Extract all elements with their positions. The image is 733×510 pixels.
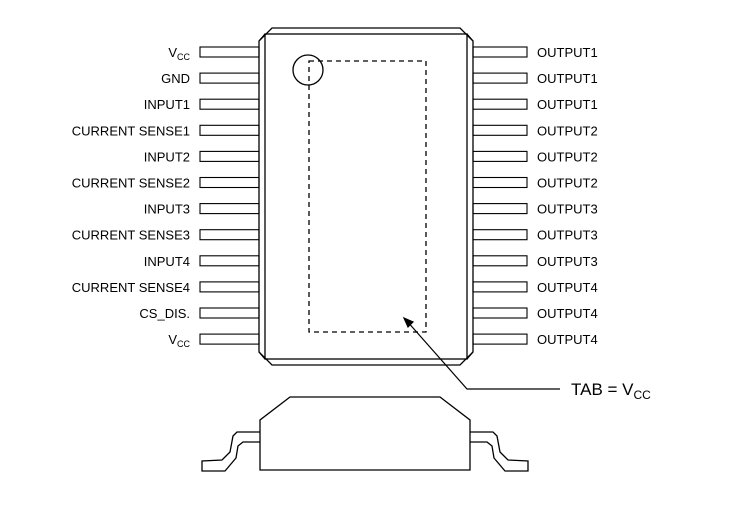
chamfer-line	[466, 351, 474, 360]
package-inner-outline	[264, 33, 468, 360]
right-pin-label: OUTPUT2	[537, 123, 598, 138]
tab-label: TAB = VCC	[571, 380, 651, 402]
right-pin-label: OUTPUT3	[537, 202, 598, 217]
right-pin-label: OUTPUT1	[537, 97, 598, 112]
right-pin-label: OUTPUT4	[537, 280, 598, 295]
left-pin-lead	[199, 150, 260, 162]
left-pin-label: INPUT1	[144, 97, 190, 112]
left-pin-label: CURRENT SENSE3	[72, 228, 190, 243]
side-view-body	[259, 396, 471, 471]
left-pin-label: CURRENT SENSE2	[72, 176, 190, 191]
left-pin-label: CURRENT SENSE1	[72, 123, 190, 138]
right-pin-label: OUTPUT3	[537, 228, 598, 243]
right-pin-lead	[472, 307, 528, 319]
right-pin-label: OUTPUT4	[537, 306, 598, 321]
left-pin-lead	[199, 229, 260, 241]
right-pin-lead	[472, 281, 528, 293]
right-pin-label: OUTPUT3	[537, 254, 598, 269]
right-pin-lead	[472, 255, 528, 267]
side-view-lead-right	[470, 431, 529, 472]
tab-callout-arrowhead	[402, 316, 415, 329]
left-pin-label: CURRENT SENSE4	[72, 280, 190, 295]
package-outer-outline	[258, 27, 474, 366]
right-pin-lead	[472, 203, 528, 215]
right-pin-lead	[472, 46, 528, 58]
side-view-lead-left	[201, 431, 260, 472]
pin1-indicator-circle	[292, 54, 324, 86]
right-pin-label: OUTPUT4	[537, 332, 598, 347]
left-pin-lead	[199, 46, 260, 58]
left-pin-lead	[199, 333, 260, 345]
left-pin-lead	[199, 124, 260, 136]
right-pin-label: OUTPUT2	[537, 176, 598, 191]
exposed-tab-outline	[308, 60, 427, 333]
left-pin-lead	[199, 176, 260, 189]
right-pin-lead	[472, 229, 528, 241]
package-side-view	[201, 396, 529, 472]
right-pin-lead	[472, 98, 528, 110]
left-pin-label: INPUT4	[144, 254, 190, 269]
left-pin-label: INPUT3	[144, 202, 190, 217]
right-pin-label: OUTPUT1	[537, 71, 598, 86]
right-pin-lead	[472, 176, 528, 189]
right-pin-column: OUTPUT1OUTPUT1OUTPUT1OUTPUT2OUTPUT2OUTPU…	[472, 45, 598, 347]
left-pin-label: GND	[161, 71, 190, 86]
package-top-view	[258, 27, 474, 366]
right-pin-lead	[472, 72, 528, 84]
left-pin-lead	[199, 255, 260, 267]
left-pin-lead	[199, 72, 260, 84]
right-pin-lead	[472, 333, 528, 345]
left-pin-label: VCC	[168, 332, 190, 349]
right-pin-lead	[472, 124, 528, 136]
left-pin-lead	[199, 281, 260, 293]
chamfer-line	[258, 33, 266, 42]
right-pin-label: OUTPUT1	[537, 45, 598, 60]
left-pin-lead	[199, 98, 260, 110]
right-pin-label: OUTPUT2	[537, 149, 598, 164]
left-pin-label: VCC	[168, 45, 190, 62]
left-pin-label: INPUT2	[144, 149, 190, 164]
tab-callout-leader	[405, 319, 560, 390]
chamfer-line	[258, 351, 266, 360]
right-pin-lead	[472, 150, 528, 162]
tab-callout	[402, 316, 560, 390]
left-pin-lead	[199, 203, 260, 215]
chamfer-line	[466, 33, 474, 42]
left-pin-lead	[199, 307, 260, 319]
left-pin-label: CS_DIS.	[139, 306, 190, 321]
